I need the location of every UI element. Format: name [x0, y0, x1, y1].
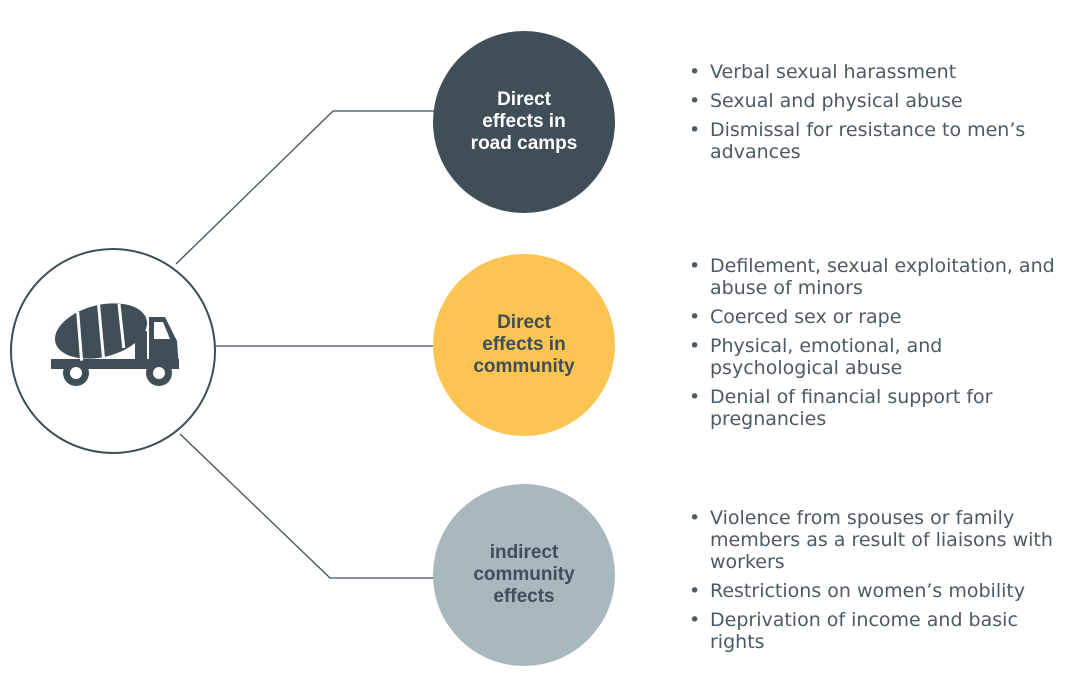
- list-item: Restrictions on women’s mobility: [685, 580, 1060, 602]
- connector-top: [175, 110, 437, 265]
- list-item: Dismissal for resistance to men’s advanc…: [685, 119, 1060, 163]
- category-label: Direct effects in community: [473, 312, 575, 377]
- effects-list-road-camps: Verbal sexual harassment Sexual and phys…: [685, 61, 1060, 170]
- list-item: Violence from spouses or family members …: [685, 507, 1060, 573]
- category-label: indirect community effects: [473, 542, 575, 607]
- hub-circle: [10, 248, 216, 454]
- category-road-camps: Direct effects in road camps: [433, 31, 615, 213]
- cement-mixer-truck-icon: [51, 303, 179, 386]
- list-item: Deprivation of income and basic rights: [685, 609, 1060, 653]
- list-item: Denial of financial support for pregnanc…: [685, 386, 1060, 430]
- list-item: Physical, emotional, and psychological a…: [685, 335, 1060, 379]
- effects-list-indirect: Violence from spouses or family members …: [685, 507, 1060, 660]
- category-indirect: indirect community effects: [433, 484, 615, 666]
- list-item: Defilement, sexual exploitation, and abu…: [685, 255, 1060, 299]
- list-item: Verbal sexual harassment: [685, 61, 1060, 83]
- category-label: Direct effects in road camps: [470, 89, 578, 154]
- category-community: Direct effects in community: [433, 254, 615, 436]
- effects-list-community: Defilement, sexual exploitation, and abu…: [685, 255, 1060, 437]
- list-item: Coerced sex or rape: [685, 306, 1060, 328]
- connector-bottom: [179, 433, 437, 579]
- list-item: Sexual and physical abuse: [685, 90, 1060, 112]
